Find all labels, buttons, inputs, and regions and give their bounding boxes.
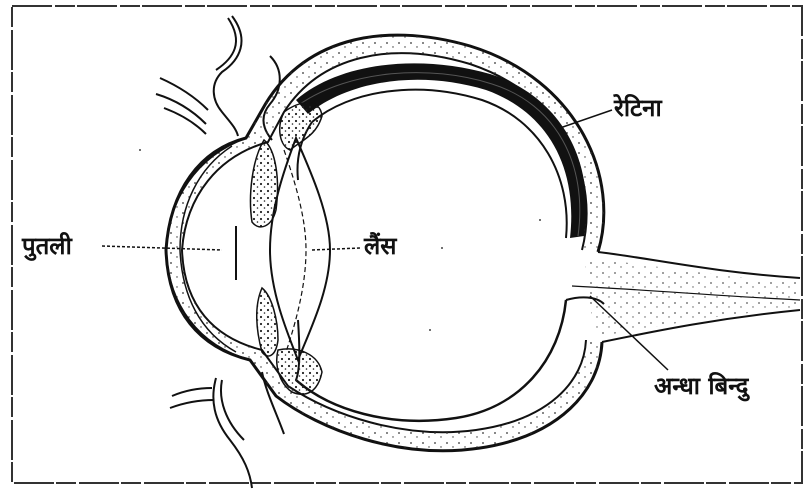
label-pupil: पुतली [22,234,72,258]
label-retina: रेटिना [614,96,662,120]
label-lens: लैंस [364,234,397,258]
leader-lens [312,248,360,250]
eyelid-lower [170,372,284,488]
iris-lower [257,288,278,356]
leader-pupil [102,246,222,250]
label-blind-spot: अन्धा बिन्दु [654,374,748,398]
ciliary-body-upper [280,103,322,150]
lens [270,138,330,360]
